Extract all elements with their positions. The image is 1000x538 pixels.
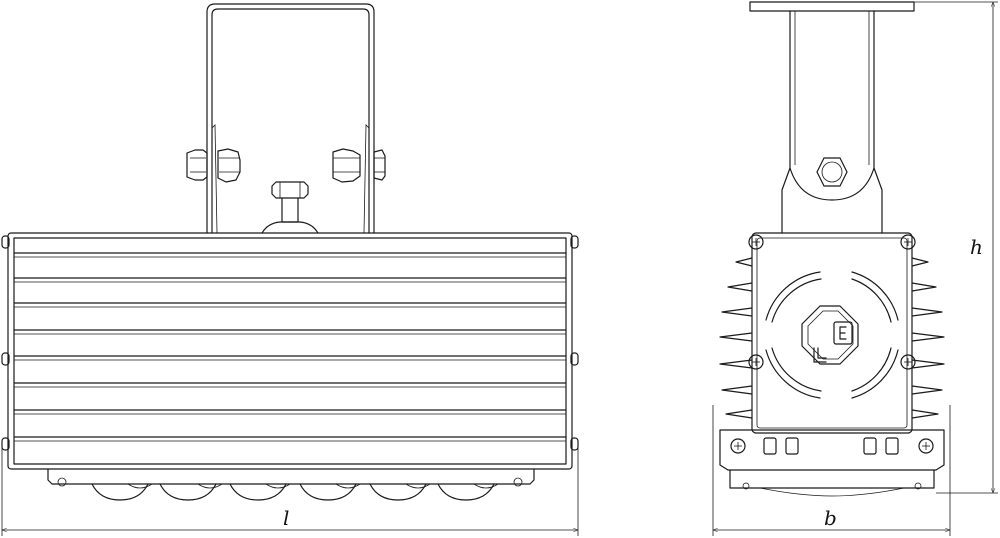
mounting-bracket-front — [206, 3, 375, 234]
front-view — [1, 3, 579, 536]
dimension-width — [712, 405, 951, 536]
vent-slots — [763, 437, 899, 455]
dimension-length-label: l — [283, 506, 290, 530]
bracket-bolt-left — [186, 148, 241, 183]
side-fins — [719, 257, 945, 419]
screw-icon — [900, 234, 916, 250]
lens-plate — [47, 468, 535, 501]
cap-screws — [730, 234, 934, 454]
dimension-height — [914, 1, 998, 494]
screw-icon — [730, 438, 746, 454]
side-view — [712, 1, 998, 536]
screw-icon — [900, 354, 916, 370]
dimension-width-label: b — [824, 506, 837, 530]
screw-icon — [748, 354, 764, 370]
cable-gland — [261, 181, 319, 234]
housing-body — [1, 232, 579, 470]
dimension-length — [1, 448, 579, 536]
led-lenses — [91, 483, 499, 501]
housing-fins — [13, 252, 567, 442]
screw-icon — [748, 234, 764, 250]
mounting-bracket-side — [749, 1, 915, 234]
le-logo — [765, 271, 899, 399]
end-cap-face — [719, 232, 945, 497]
bracket-bolt-right — [332, 148, 386, 183]
le-logo-letters — [813, 321, 853, 363]
dimension-height-label: h — [970, 235, 983, 259]
screw-icon — [918, 438, 934, 454]
